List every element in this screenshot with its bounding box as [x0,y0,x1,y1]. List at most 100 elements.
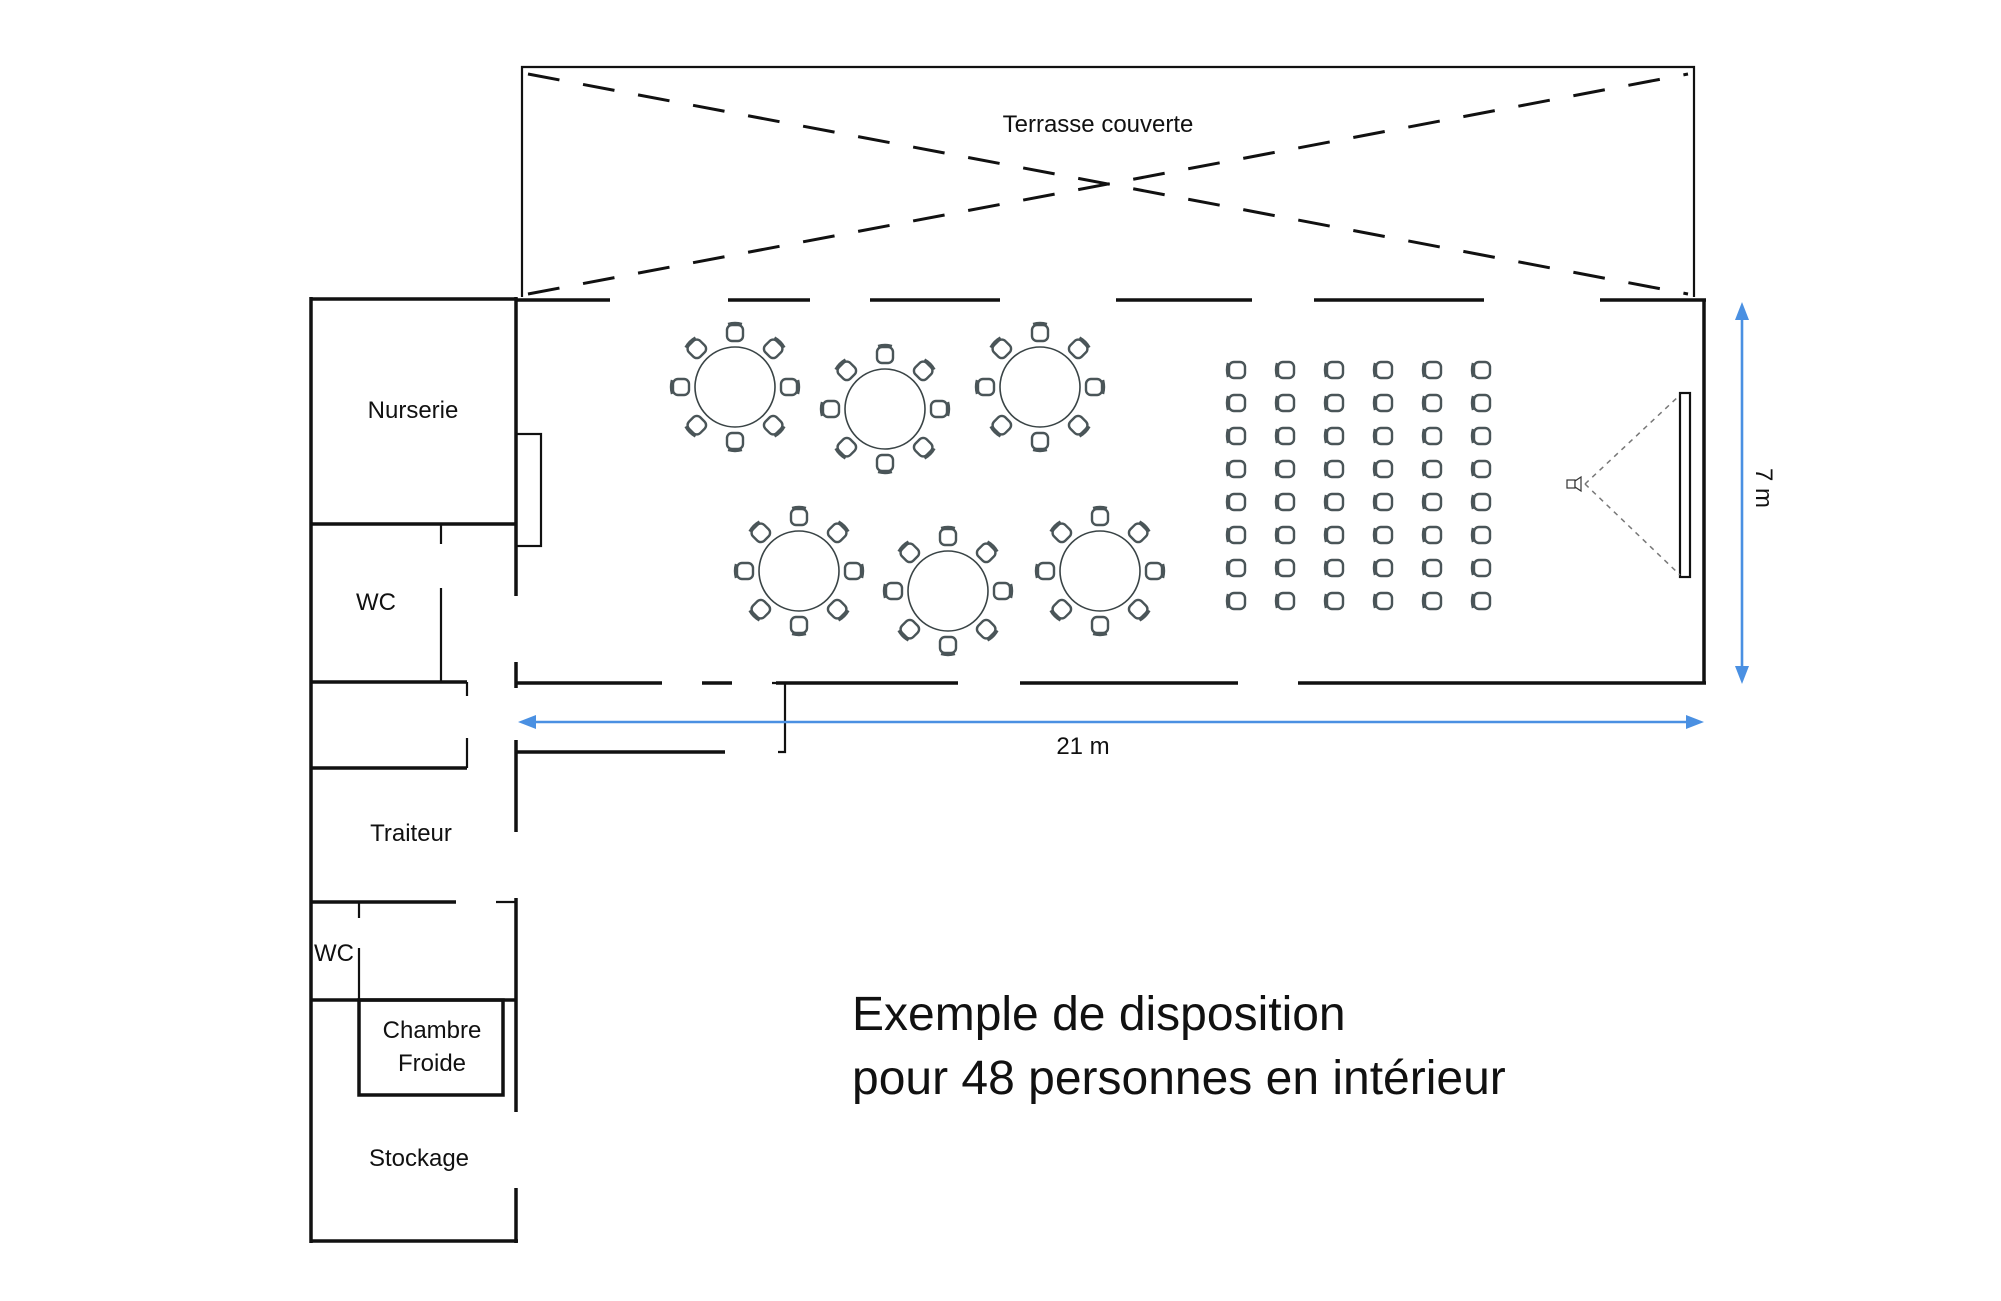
chair [1127,520,1151,544]
projector-icon [1566,475,1582,493]
chair [762,414,786,438]
corridor-door [772,681,787,754]
chair [929,399,951,419]
chair [1144,561,1166,581]
chair [789,615,809,637]
round-table [819,343,951,475]
theatre-chair [1225,525,1247,545]
theatre-chair [1372,525,1394,545]
theatre-chair [1225,591,1247,611]
theatre-chair [1421,558,1443,578]
chair [819,399,841,419]
length-label: 21 m [1056,733,1109,760]
chair [882,581,904,601]
dimension-length: 21 m [518,715,1704,760]
theatre-chair [1225,459,1247,479]
round-table [882,525,1014,657]
chair [762,336,786,360]
chair [684,414,708,438]
chair [669,377,691,397]
arrow-up-icon [1735,302,1749,320]
chair [733,561,755,581]
theatre-chair [1470,492,1492,512]
theatre-chair [1323,426,1345,446]
chair [843,561,865,581]
chair [875,343,895,365]
chair [897,540,921,564]
theatre-chair [1274,393,1296,413]
round-tables [669,321,1166,657]
table-top [844,368,926,450]
theatre-chair [1421,492,1443,512]
chair [974,377,996,397]
theatre-chair [1372,360,1394,380]
theatre-chair [1421,426,1443,446]
chair [748,520,772,544]
nursery-label: Nurserie [368,397,459,424]
theatre-chair [1274,426,1296,446]
chair [938,525,958,547]
round-table [669,321,801,453]
chair [989,336,1013,360]
theatre-seating [1225,360,1492,611]
storage-label: Stockage [369,1145,469,1172]
chair [789,505,809,527]
round-table [974,321,1106,453]
theatre-chair [1470,525,1492,545]
theatre-chair [1421,360,1443,380]
projection-screen [1678,391,1692,579]
chair [912,358,936,382]
theatre-chair [1274,591,1296,611]
theatre-chair [1274,459,1296,479]
round-table [733,505,865,637]
chair [826,598,850,622]
theatre-chair [1323,459,1345,479]
caterer-label: Traiteur [370,820,452,847]
chair [1084,377,1106,397]
theatre-chair [1225,393,1247,413]
theatre-chair [1470,459,1492,479]
arrow-left-icon [518,715,536,729]
table-top [694,346,776,428]
theatre-chair [1372,426,1394,446]
terrace-outline [520,65,1696,297]
theatre-chair [1421,393,1443,413]
chair [1030,321,1050,343]
chair [975,618,999,642]
theatre-chair [1421,591,1443,611]
theatre-chair [1274,525,1296,545]
chair [1127,598,1151,622]
theatre-chair [1323,360,1345,380]
theatre-chair [1323,492,1345,512]
dimension-width: 7 m [1735,302,1777,684]
theatre-chair [1225,360,1247,380]
cold-room-label-2: Froide [398,1050,466,1077]
terrace-label: Terrasse couverte [1003,111,1194,138]
theatre-chair [1421,525,1443,545]
theatre-chair [1421,459,1443,479]
terrace: Terrasse couverte [520,65,1696,297]
table-top [1059,530,1141,612]
table-top [758,530,840,612]
caption-title: Exemple de disposition [852,988,1346,1041]
chair [1067,414,1091,438]
chair [1034,561,1056,581]
chair [975,540,999,564]
chair [834,358,858,382]
theatre-chair [1470,591,1492,611]
theatre-chair [1470,360,1492,380]
caption-subtitle: pour 48 personnes en intérieur [852,1052,1506,1105]
chair [1090,615,1110,637]
theatre-chair [1372,393,1394,413]
terrace-diagonal [527,72,1689,296]
chair [725,431,745,453]
table-top [999,346,1081,428]
theatre-chair [1225,426,1247,446]
theatre-chair [1225,492,1247,512]
theatre-chair [1372,492,1394,512]
cabinet [514,432,543,548]
theatre-chair [1274,492,1296,512]
theatre-chair [1372,591,1394,611]
chair [912,436,936,460]
chair [834,436,858,460]
